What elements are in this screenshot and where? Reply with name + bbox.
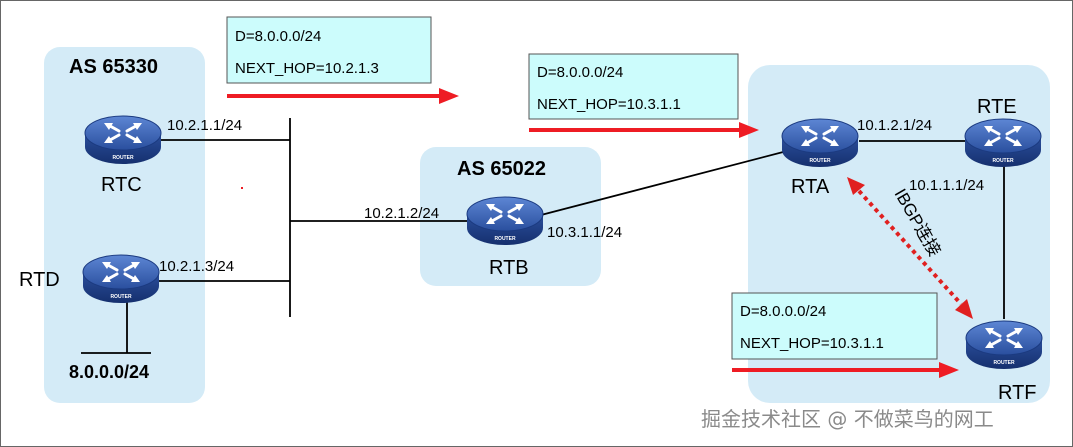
stray-dot [241, 187, 243, 189]
route-box-3 [731, 292, 938, 360]
router-rta-name: RTA [791, 176, 830, 198]
route-box-1-nexthop: NEXT_HOP=10.2.1.3 [235, 60, 379, 77]
if-rta: 10.1.2.1/24 [857, 117, 932, 134]
router-rtd-icon [81, 253, 161, 305]
router-rtc-name: RTC [101, 174, 142, 196]
route-box-2-nexthop: NEXT_HOP=10.3.1.1 [537, 96, 681, 113]
router-rta-icon [780, 117, 860, 169]
if-rtc: 10.2.1.1/24 [167, 117, 242, 134]
route-box-3-nexthop: NEXT_HOP=10.3.1.1 [740, 335, 884, 352]
route-box-1-dest: D=8.0.0.0/24 [235, 28, 321, 45]
router-rte-icon [963, 117, 1043, 169]
route-arrow-2-head [739, 122, 759, 138]
ibgp-arrowhead-rtf [955, 299, 973, 319]
as-title-left: AS 65330 [69, 56, 158, 78]
if-rtd: 10.2.1.3/24 [159, 258, 234, 275]
watermark: 掘金技术社区 @ 不做菜鸟的网工 [701, 407, 994, 431]
route-arrow-1-head [439, 88, 459, 104]
as-title-middle: AS 65022 [457, 158, 546, 180]
router-rtf-icon [964, 319, 1044, 371]
router-rtb-name: RTB [489, 257, 529, 279]
route-box-2-dest: D=8.0.0.0/24 [537, 64, 623, 81]
router-rtf-name: RTF [998, 382, 1037, 404]
router-rtc-icon [83, 114, 163, 166]
route-arrow-3-head [939, 362, 959, 378]
stub-network-label: 8.0.0.0/24 [69, 362, 149, 382]
ibgp-arrowhead-rta [847, 177, 865, 195]
ibgp-link [857, 189, 963, 306]
if-rtb-right: 10.3.1.1/24 [547, 224, 622, 241]
as-region-left [44, 47, 205, 403]
router-rtd-name: RTD [19, 269, 60, 291]
router-rtb-icon [465, 195, 545, 247]
route-box-1 [226, 16, 432, 84]
if-rte: 10.1.1.1/24 [909, 177, 984, 194]
route-box-2 [528, 53, 739, 120]
if-rtb-left: 10.2.1.2/24 [364, 205, 439, 222]
router-rte-name: RTE [977, 96, 1017, 118]
link-rtb-rta [540, 150, 788, 216]
route-box-3-dest: D=8.0.0.0/24 [740, 303, 826, 320]
